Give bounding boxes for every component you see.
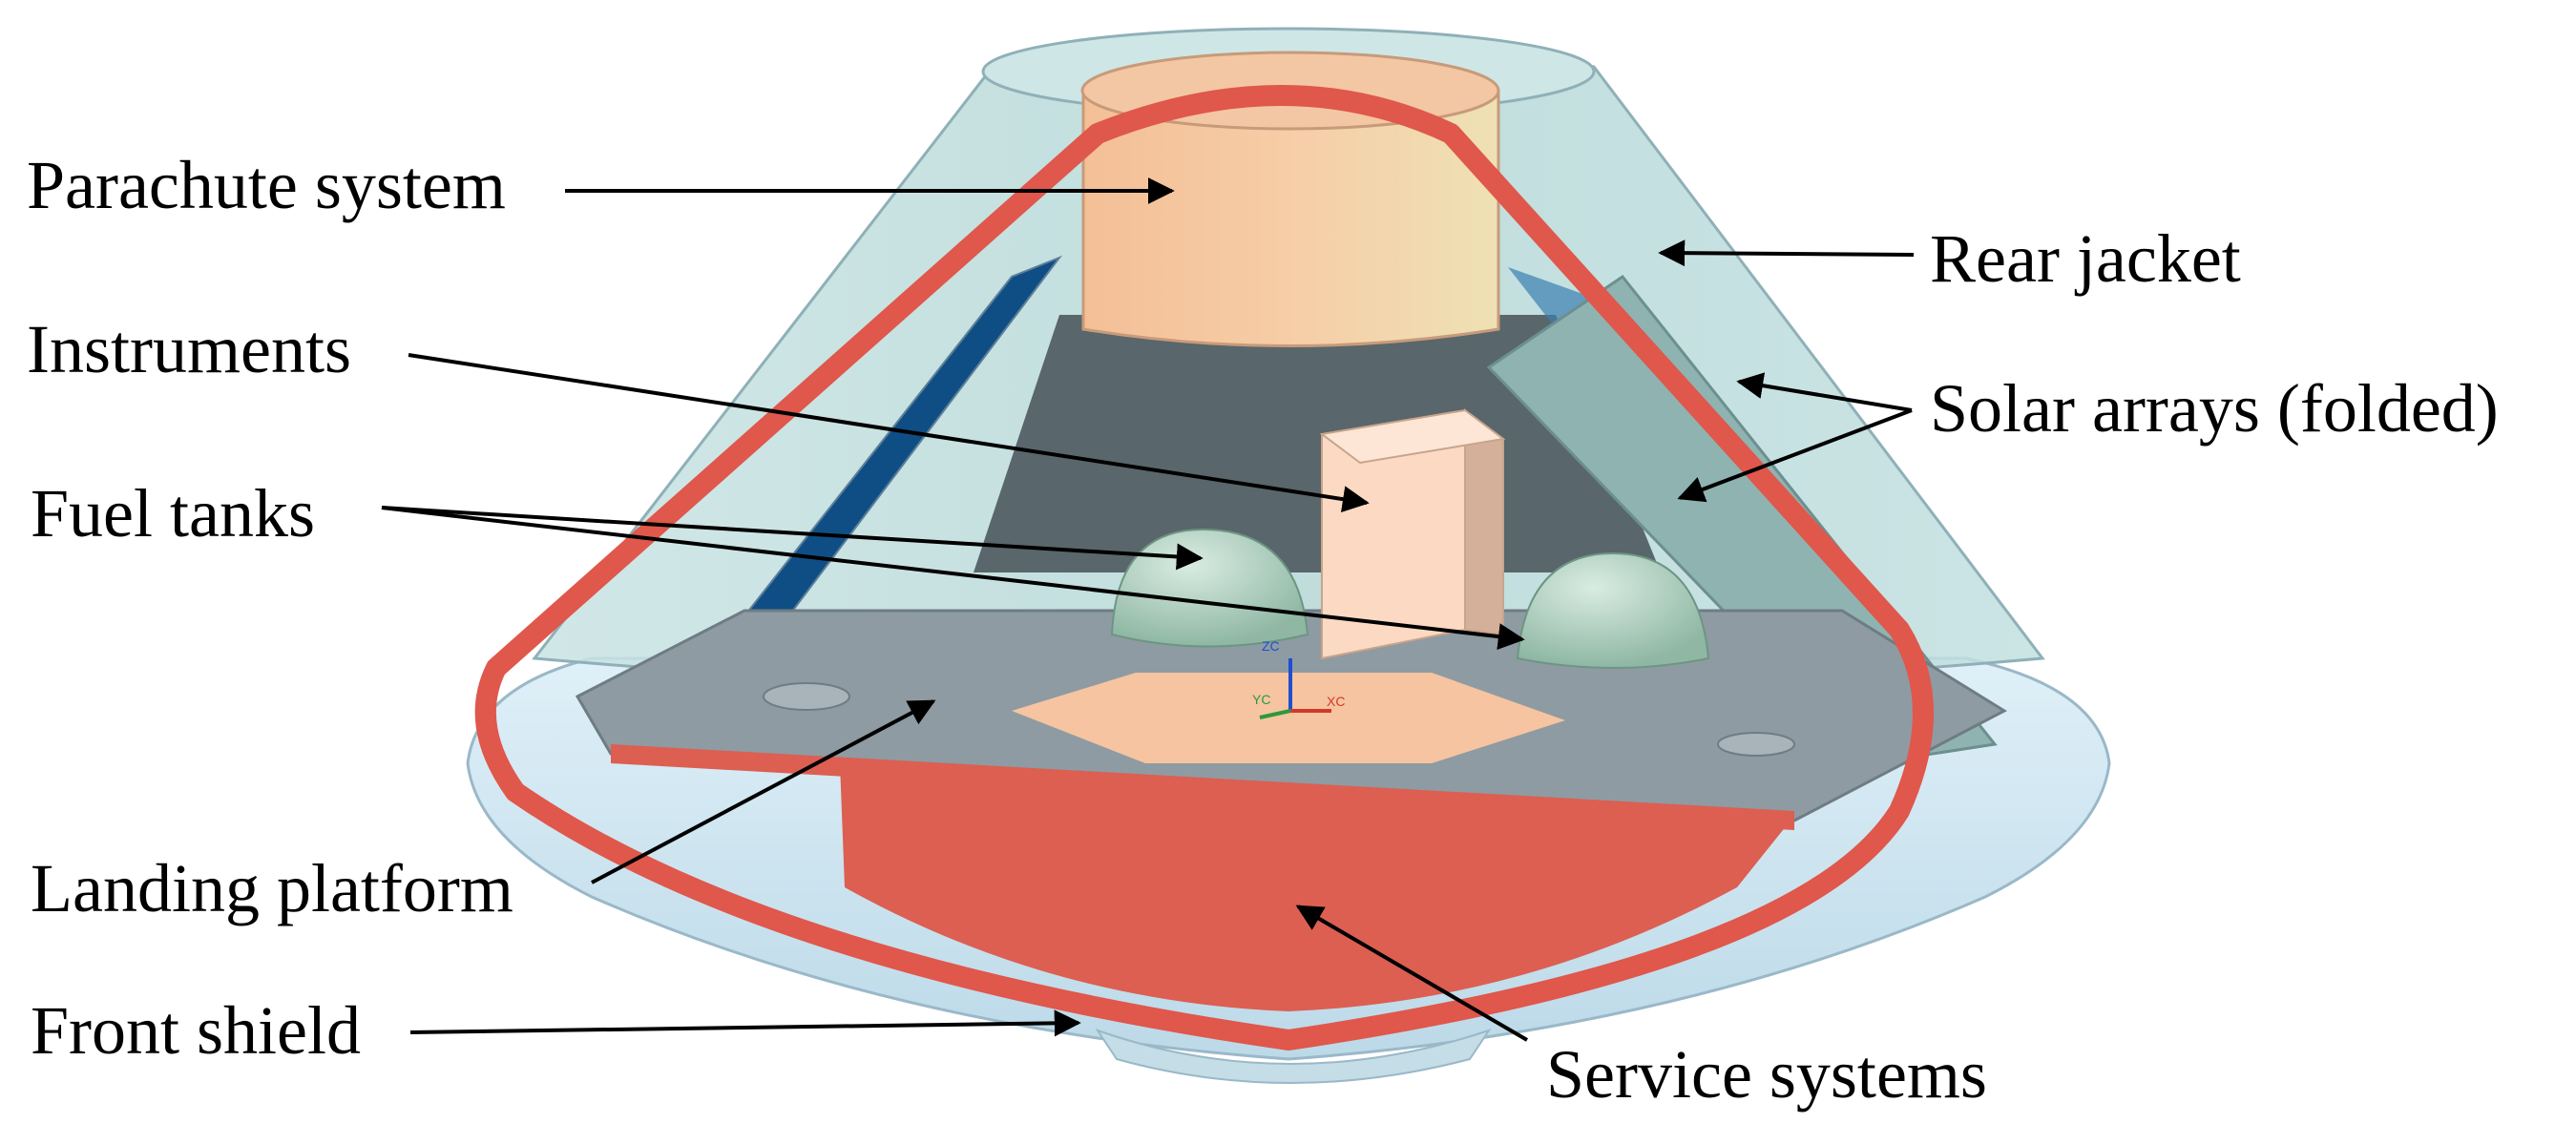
platform-red-edge [611, 744, 1794, 830]
axis-label-x: XC [1327, 694, 1345, 709]
section-cut-outline [474, 85, 1934, 1050]
axis-label-z: ZC [1262, 638, 1280, 654]
arrow-solar-2 [1677, 408, 1913, 503]
arrow-landing-platform [591, 699, 936, 884]
arrow-rear-jacket [1658, 239, 1915, 267]
arrow-front-shield [409, 1009, 1081, 1037]
label-front-shield: Front shield [31, 992, 362, 1069]
arrow-fuel-tank-1 [381, 506, 1204, 571]
center-pad [1012, 673, 1565, 763]
label-parachute-system: Parachute system [27, 147, 506, 223]
platform-hole-right [1717, 732, 1795, 757]
arrow-fuel-tank-2 [381, 506, 1525, 651]
arrow-instruments [408, 353, 1370, 512]
platform-hole-left [763, 682, 850, 711]
arrow-solar-1 [1736, 372, 1913, 412]
label-instruments: Instruments [27, 311, 351, 387]
fuel-tank-right [1516, 551, 1710, 669]
coordinate-triad: ZC XC YC [1252, 638, 1345, 719]
label-landing-platform: Landing platform [31, 850, 513, 926]
label-rear-jacket: Rear jacket [1930, 220, 2241, 297]
label-fuel-tanks: Fuel tanks [31, 475, 315, 551]
leader-arrows [381, 177, 1915, 1042]
service-systems-block [840, 763, 1794, 1011]
axis-label-y: YC [1252, 692, 1270, 707]
label-service-systems: Service systems [1546, 1036, 1987, 1113]
arrow-service-systems [1295, 905, 1529, 1042]
label-solar-arrays: Solar arrays (folded) [1930, 370, 2499, 447]
instruments-box [1319, 408, 1506, 660]
